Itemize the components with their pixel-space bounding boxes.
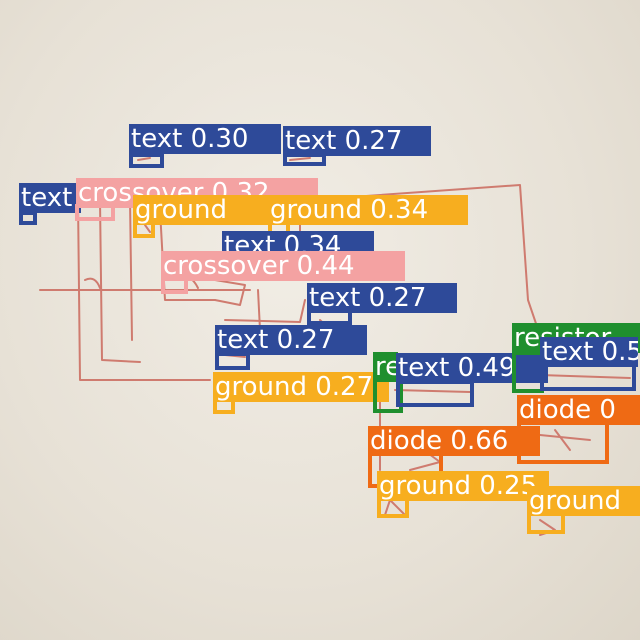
crossover-detection-label: crossover 0.44	[161, 251, 405, 281]
ground-detection-label: ground 0.25	[377, 471, 549, 501]
text-detection-label: text 0.27	[307, 283, 457, 313]
text-detection-label: text 0.27	[215, 325, 367, 355]
text-detection-label: text 0.49	[396, 353, 548, 383]
diode-detection-label: diode 0	[517, 395, 640, 425]
diode-detection-label: diode 0.66	[368, 426, 540, 456]
ground-detection-label: ground 0.27	[213, 372, 389, 402]
text-detection-label: text 0.30	[129, 124, 281, 154]
ground-detection-label: ground 0.34	[268, 195, 468, 225]
text-detection-label: text	[19, 183, 81, 213]
text-detection-box	[19, 211, 37, 225]
text-detection-box	[396, 380, 474, 407]
resistor-detection-label: resistor	[373, 352, 398, 382]
ground-detection-label: ground	[527, 486, 640, 516]
ground-detection-label: ground	[133, 195, 278, 225]
text-detection-label: text 0.27	[283, 126, 431, 156]
diode-detection-box	[517, 420, 609, 464]
text-detection-box	[129, 153, 164, 168]
text-detection-label: text 0.5	[540, 337, 638, 367]
